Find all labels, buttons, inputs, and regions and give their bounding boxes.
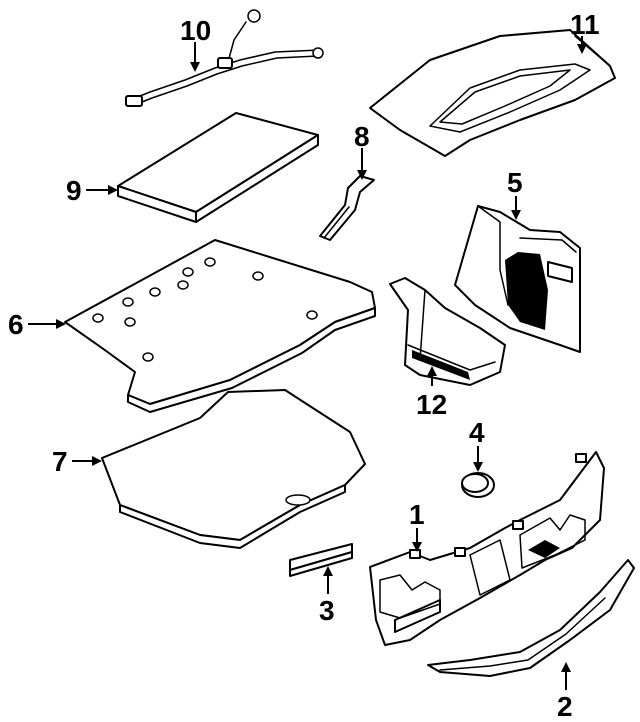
part-7-trunk-mat: [101, 389, 366, 549]
callout-8: 8: [354, 121, 370, 152]
part-5-side-trim: [454, 205, 581, 353]
callout-leaders: [28, 36, 587, 690]
part-12-wheelhouse-trim: [389, 277, 506, 386]
callout-5: 5: [507, 167, 523, 198]
part-10-strap: [125, 9, 324, 107]
part-11-package-shelf: [369, 29, 616, 157]
part-1-rear-trim-panel: [369, 451, 605, 646]
callout-11: 11: [570, 9, 600, 40]
callout-labels: 10 11 8 9 5 6 12 4 7 1 3 2: [8, 9, 600, 722]
part-9-pad: [117, 112, 319, 223]
part-8-bracket: [319, 175, 375, 241]
callout-10: 10: [180, 15, 211, 46]
part-2-sill-plate: [427, 559, 635, 677]
callout-6: 6: [8, 309, 24, 340]
callout-9: 9: [66, 175, 82, 206]
callout-7: 7: [52, 446, 68, 477]
part-6-floor-panel: [64, 239, 376, 413]
callout-1: 1: [409, 499, 425, 530]
callout-2: 2: [557, 691, 573, 722]
callout-3: 3: [319, 595, 335, 626]
part-3-pad: [289, 543, 353, 577]
callout-12: 12: [416, 389, 447, 420]
part-4-cap: [461, 472, 495, 498]
callout-4: 4: [469, 417, 485, 448]
